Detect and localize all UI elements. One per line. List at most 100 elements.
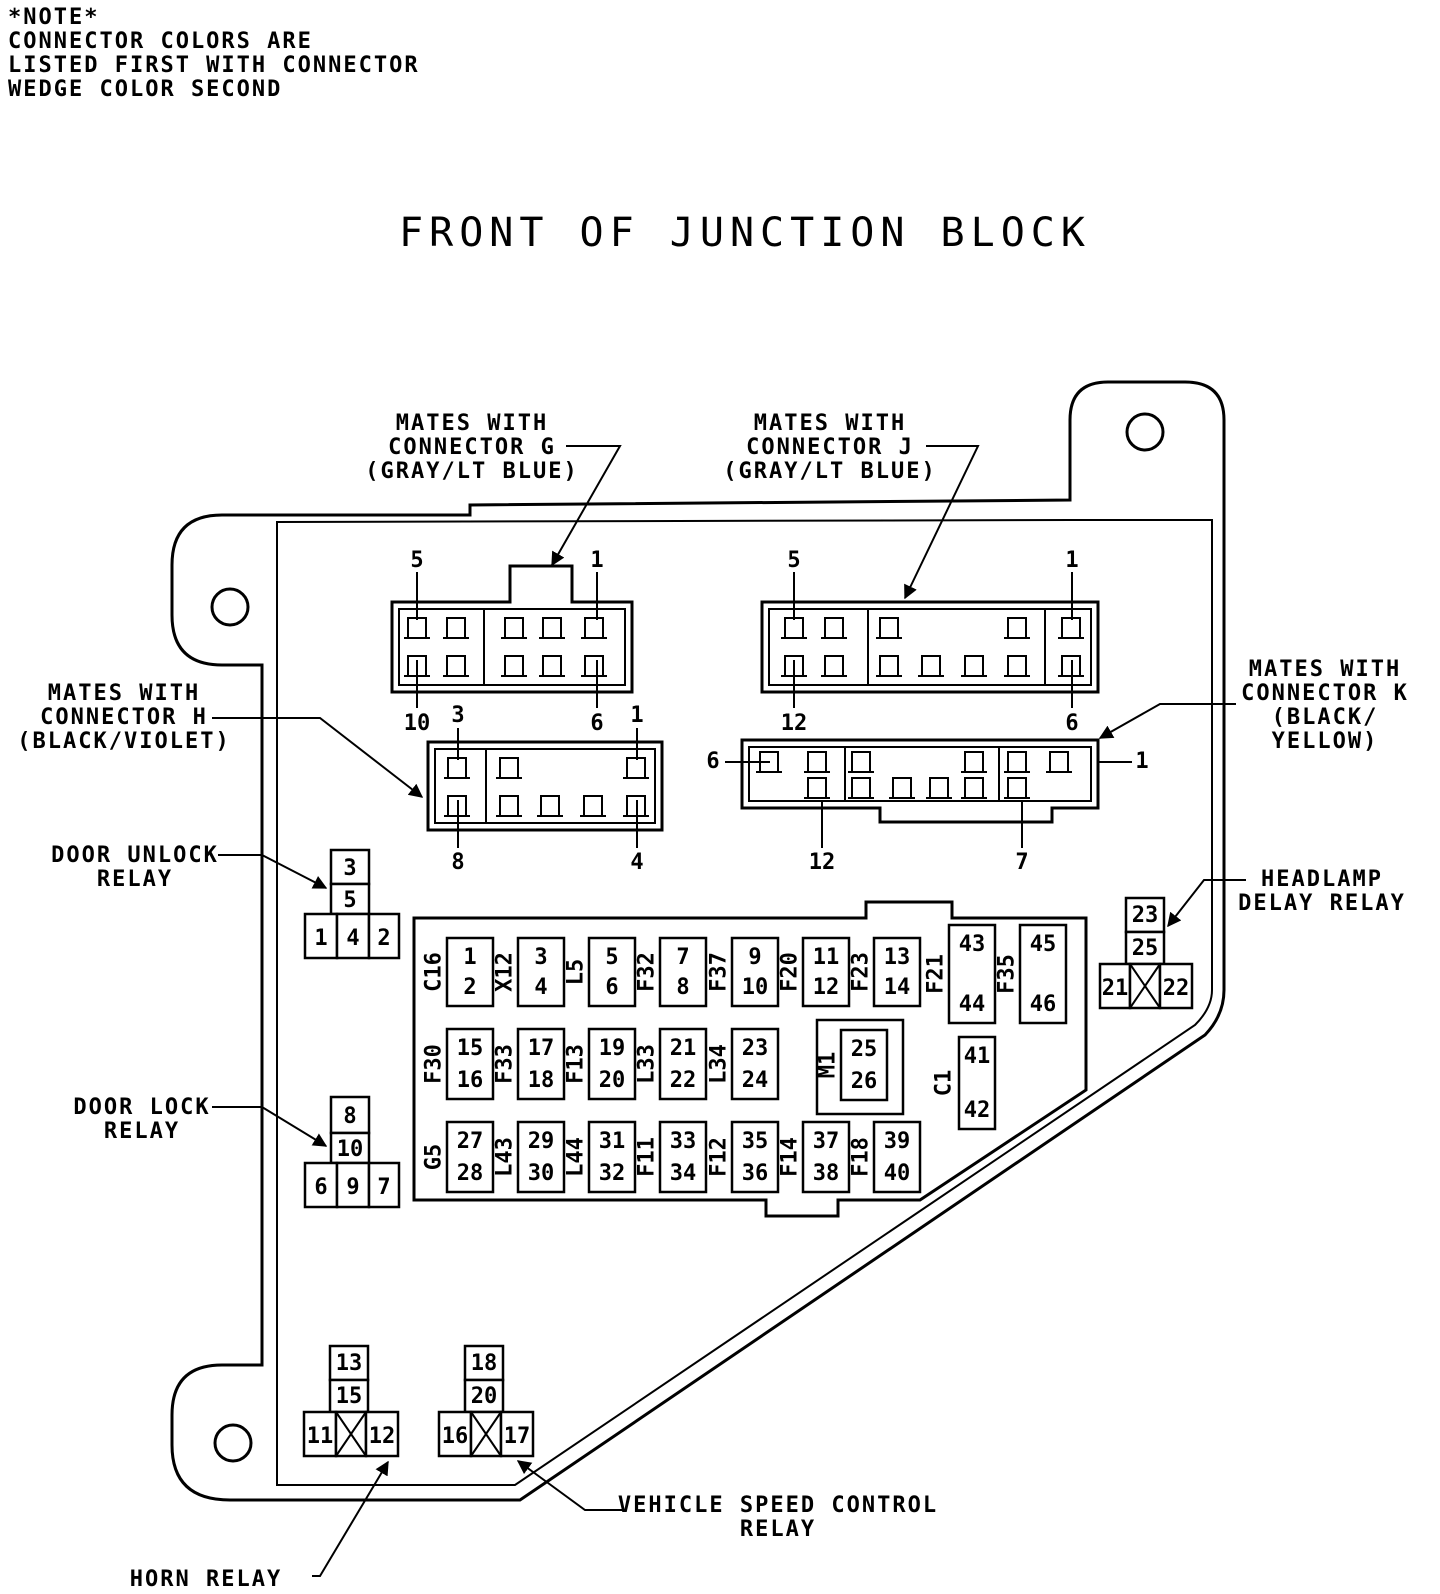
relay-cell: 20 — [471, 1384, 498, 1409]
connector-g-label: (GRAY/LT BLUE) — [365, 459, 578, 484]
relay-cell: 18 — [471, 1351, 498, 1376]
fuse-number: 4 — [534, 975, 547, 1000]
pin-socket — [1046, 751, 1072, 773]
fuse-number: 28 — [457, 1161, 484, 1186]
relay-cell: 22 — [1163, 976, 1190, 1001]
fuse-label: X12 — [493, 952, 518, 992]
pin-socket — [804, 751, 830, 773]
connector-k-label: YELLOW) — [1272, 729, 1379, 754]
connector-g-label: MATES WITH — [396, 411, 548, 436]
pin-label: 12 — [781, 711, 808, 736]
pin-socket — [581, 655, 607, 677]
door-unlock-label: RELAY — [97, 867, 173, 892]
fuse-number: 16 — [457, 1068, 484, 1093]
relay-cell: 15 — [336, 1384, 363, 1409]
fuse-cavity — [445, 1120, 495, 1194]
connector-h-label: (BLACK/VIOLET) — [17, 729, 230, 754]
pin-socket — [1058, 655, 1084, 677]
fuse-label: L34 — [707, 1044, 732, 1084]
fuse-number: 35 — [742, 1129, 769, 1154]
fuse-cavity — [801, 1120, 851, 1194]
fuse-number: 42 — [964, 1098, 991, 1123]
fuse-label: F18 — [849, 1137, 874, 1177]
pin-label: 4 — [630, 850, 643, 875]
fuse-cavity — [730, 936, 780, 1008]
fuse-number: 15 — [457, 1036, 484, 1061]
pin-socket — [756, 751, 782, 773]
fuse-number: 7 — [676, 945, 689, 970]
pin-socket — [539, 655, 565, 677]
relay-cell: 17 — [504, 1424, 531, 1449]
fuse-label: F13 — [564, 1044, 589, 1084]
fuse-number: 29 — [528, 1129, 555, 1154]
connector-g-label: CONNECTOR G — [388, 435, 556, 460]
fuse-number: 30 — [528, 1161, 555, 1186]
pin-socket — [580, 795, 606, 817]
speed-relay-label: VEHICLE SPEED CONTROL — [618, 1493, 938, 1518]
fuse-number: 8 — [676, 975, 689, 1000]
pin-socket — [821, 617, 847, 639]
connector-k-label: MATES WITH — [1249, 657, 1401, 682]
connector-j-label: MATES WITH — [754, 411, 906, 436]
pin-label: 7 — [1015, 850, 1028, 875]
pin-label: 10 — [404, 711, 431, 736]
fuse-label: F12 — [707, 1137, 732, 1177]
fuse-cavity — [587, 1120, 637, 1194]
pin-socket — [781, 617, 807, 639]
relay-cell: 23 — [1132, 903, 1159, 928]
fuse-number: 11 — [813, 945, 840, 970]
housing-outline — [170, 380, 1226, 1502]
fuse-number: 39 — [884, 1129, 911, 1154]
note-line: *NOTE* — [8, 5, 99, 30]
pin-socket — [1004, 617, 1030, 639]
relay-cell: 2 — [377, 926, 390, 951]
pin-socket — [876, 655, 902, 677]
relay-cell: 9 — [346, 1175, 359, 1200]
pin-socket — [581, 617, 607, 639]
pin-socket — [1004, 655, 1030, 677]
pin-socket — [926, 777, 952, 799]
fuse-number: 18 — [528, 1068, 555, 1093]
fuse-number: 14 — [884, 975, 911, 1000]
fuse-label: F37 — [707, 952, 732, 992]
fuse-number: 19 — [599, 1036, 626, 1061]
horn-relay-label: HORN RELAY — [130, 1567, 282, 1592]
pin-label: 6 — [1065, 711, 1078, 736]
fuse-number: 36 — [742, 1161, 769, 1186]
headlamp-label: HEADLAMP — [1261, 867, 1383, 892]
fuse-number: 12 — [813, 975, 840, 1000]
fuse-label: G5 — [422, 1144, 447, 1171]
connector-k-label: (BLACK/ — [1272, 705, 1379, 730]
fuse-cavity — [1018, 923, 1068, 1025]
pin-socket — [804, 777, 830, 799]
connector-k-label: CONNECTOR K — [1241, 681, 1409, 706]
pin-socket — [501, 655, 527, 677]
note-line: LISTED FIRST WITH CONNECTOR — [8, 53, 420, 78]
pin-label: 6 — [706, 749, 719, 774]
connector-g: MATES WITH CONNECTOR G (GRAY/LT BLUE) 5 … — [365, 411, 634, 736]
pin-socket — [961, 777, 987, 799]
fuse-cavity — [730, 1027, 780, 1101]
fuse-number: 40 — [884, 1161, 911, 1186]
fuse-label: F30 — [422, 1044, 447, 1084]
pin-socket — [444, 795, 470, 817]
fuse-cavity — [516, 1120, 566, 1194]
fuse-cavity — [516, 1027, 566, 1101]
fuse-number: 46 — [1030, 992, 1057, 1017]
pin-socket — [781, 655, 807, 677]
pin-label: 1 — [590, 548, 603, 573]
pin-socket — [623, 757, 649, 779]
pin-label: 6 — [590, 711, 603, 736]
fuse-number: 9 — [748, 945, 761, 970]
fuse-number: 13 — [884, 945, 911, 970]
pin-socket — [961, 655, 987, 677]
fuse-cavity — [957, 1035, 997, 1131]
fuse-number: 32 — [599, 1161, 626, 1186]
speed-control-relay: 18 20 16 17 VEHICLE SPEED CONTROL RELAY — [437, 1344, 938, 1542]
fuse-number: 37 — [813, 1129, 840, 1154]
fuse-cavity — [947, 923, 997, 1025]
pin-socket — [848, 777, 874, 799]
fuse-number: 22 — [670, 1068, 697, 1093]
